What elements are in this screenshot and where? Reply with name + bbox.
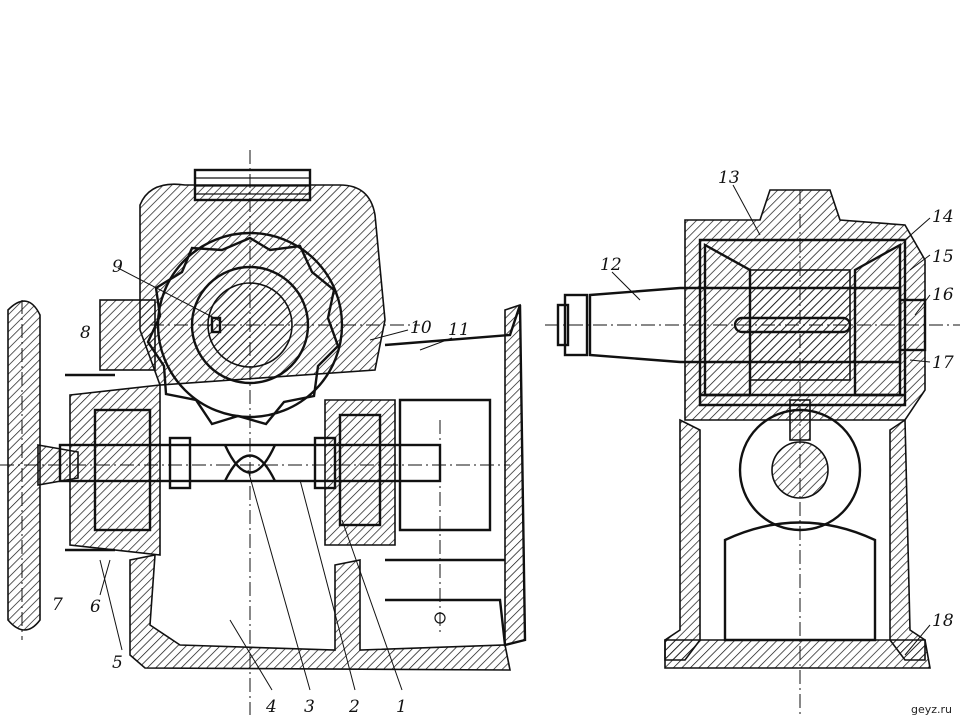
- label-11: 11: [448, 320, 470, 340]
- label-5: 5: [112, 653, 123, 673]
- label-1: 1: [396, 697, 407, 717]
- callout-labels: 1 2 3 4 5 6 7 8 9 10 11 12 13 14 15 16 1…: [52, 168, 954, 717]
- label-16: 16: [932, 285, 954, 305]
- label-17: 17: [932, 353, 954, 373]
- label-2: 2: [348, 697, 360, 717]
- right-view: [545, 184, 960, 715]
- label-7: 7: [52, 595, 63, 615]
- label-18: 18: [932, 611, 954, 631]
- label-13: 13: [718, 168, 740, 188]
- handwheel: [7, 300, 79, 640]
- label-15: 15: [932, 247, 954, 267]
- label-14: 14: [932, 207, 954, 227]
- label-3: 3: [304, 697, 315, 717]
- label-9: 9: [112, 257, 123, 277]
- label-4: 4: [265, 697, 277, 717]
- label-12: 12: [600, 255, 622, 275]
- label-10: 10: [410, 318, 432, 338]
- left-view: [0, 150, 527, 715]
- label-6: 6: [90, 597, 101, 617]
- watermark: geyz.ru: [910, 703, 952, 716]
- label-8: 8: [80, 323, 91, 343]
